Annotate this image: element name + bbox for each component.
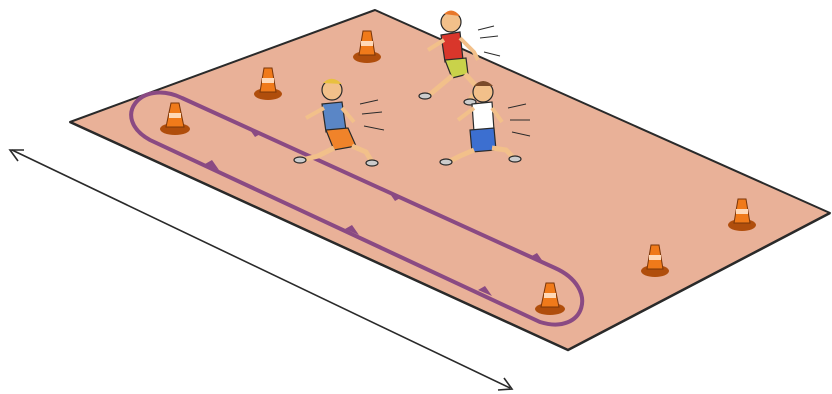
- drill-illustration: [0, 0, 832, 394]
